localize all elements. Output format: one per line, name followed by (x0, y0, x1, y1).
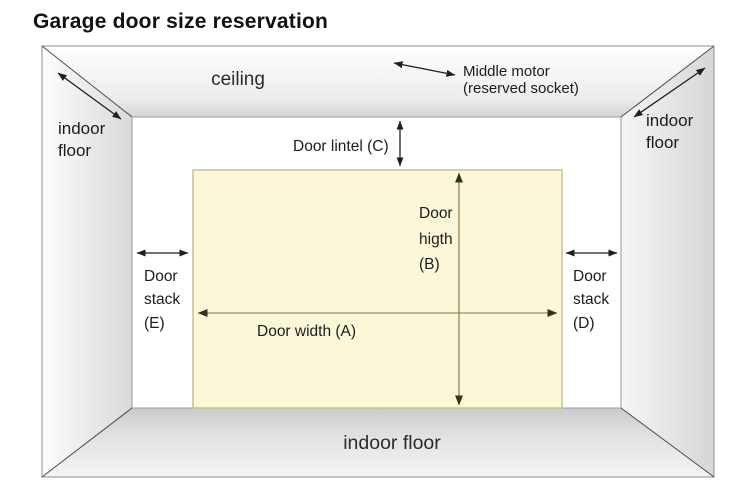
indoor-floor-top-left-label-line2: floor (58, 141, 91, 160)
page-title: Garage door size reservation (33, 10, 329, 33)
door-stack-left-label-line3: (E) (144, 315, 165, 332)
door-lintel-label: Door lintel (C) (293, 138, 389, 155)
ceiling-label: ceiling (211, 69, 265, 90)
indoor-floor-top-right-label-line1: indoor (646, 111, 694, 130)
garage-door-panel (192, 169, 563, 409)
indoor-floor-depth-arrow-left-icon (57, 72, 122, 120)
door-height-label-line2: higth (419, 231, 453, 248)
door-stack-right-label-line2: stack (573, 291, 609, 308)
corner-line-bottom-left (41, 407, 133, 478)
door-stack-left-label-line2: stack (144, 291, 180, 308)
door-stack-left-label-line1: Door (144, 268, 178, 285)
indoor-floor-top-right-label-line2: floor (646, 133, 679, 152)
door-width-label: Door width (A) (257, 323, 356, 340)
room-outer-border (41, 45, 715, 478)
indoor-floor-depth-arrow-right-icon (633, 67, 706, 118)
corner-line-bottom-right (620, 407, 715, 478)
ceiling-surface (42, 46, 714, 117)
middle-motor-label-line1: Middle motor (463, 63, 550, 80)
door-height-label-line1: Door (419, 205, 453, 222)
floor-surface (42, 408, 714, 477)
middle-motor-label-line2: (reserved socket) (463, 80, 579, 97)
door-stack-right-label-line1: Door (573, 268, 607, 285)
indoor-floor-top-left-label-line1: indoor (58, 119, 106, 138)
right-wall-surface (621, 46, 714, 477)
left-wall-surface (42, 46, 132, 477)
door-stack-right-label-line3: (D) (573, 315, 595, 332)
indoor-floor-bottom-label: indoor floor (343, 432, 441, 454)
door-height-label-line3: (B) (419, 256, 440, 273)
middle-motor-pointer-arrow-icon (393, 61, 456, 77)
